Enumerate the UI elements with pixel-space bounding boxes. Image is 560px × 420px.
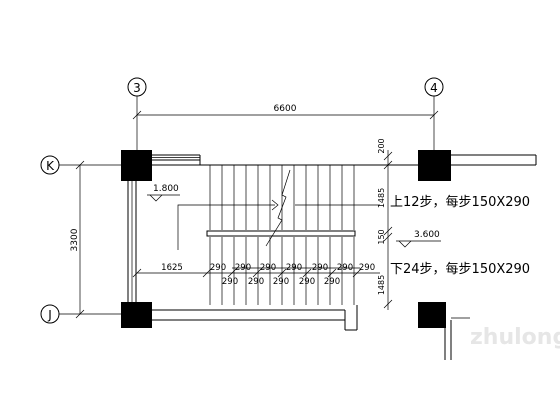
note-up: 上12步，每步150X290 <box>390 194 530 210</box>
direction-lines <box>177 169 380 269</box>
svg-text:1485: 1485 <box>377 188 386 208</box>
watermark: zhulong <box>470 325 560 350</box>
svg-text:4: 4 <box>430 81 438 95</box>
upper-flight <box>209 165 355 230</box>
svg-text:290: 290 <box>312 263 328 273</box>
svg-text:1625: 1625 <box>161 263 183 273</box>
svg-text:290: 290 <box>248 277 264 287</box>
svg-text:150: 150 <box>377 229 386 244</box>
svg-text:290: 290 <box>359 263 375 273</box>
column-k3 <box>121 150 152 181</box>
svg-text:200: 200 <box>377 138 386 153</box>
column-j4 <box>418 302 446 328</box>
svg-text:290: 290 <box>235 263 251 273</box>
column-k4 <box>418 150 451 181</box>
grid-axis-4: 4 <box>424 77 444 150</box>
dimension-right: 200 1485 150 1485 <box>377 138 393 310</box>
svg-text:3.600: 3.600 <box>414 230 440 240</box>
svg-text:6600: 6600 <box>274 104 297 114</box>
dimension-span: 6600 <box>132 104 439 120</box>
svg-text:290: 290 <box>337 263 353 273</box>
svg-text:290: 290 <box>222 277 238 287</box>
svg-text:K: K <box>46 159 55 173</box>
lower-flight <box>209 237 355 305</box>
dimension-depth: 3300 <box>70 160 85 319</box>
svg-text:1485: 1485 <box>377 275 386 295</box>
svg-text:290: 290 <box>260 263 276 273</box>
svg-text:290: 290 <box>324 277 340 287</box>
grid-axis-K: K <box>40 155 122 175</box>
note-down: 下24步，每步150X290 <box>390 261 530 277</box>
svg-text:3300: 3300 <box>70 228 80 251</box>
svg-text:J: J <box>47 308 52 322</box>
svg-text:290: 290 <box>299 277 315 287</box>
svg-text:3: 3 <box>133 81 141 95</box>
svg-text:290: 290 <box>286 263 302 273</box>
grid-axis-3: 3 <box>127 77 147 150</box>
handrail <box>206 230 356 237</box>
tread-dimensions: 1625 290 290 290 290 290 290 290 290 290… <box>132 263 380 287</box>
grid-axis-J: J <box>40 304 122 324</box>
svg-text:290: 290 <box>210 263 226 273</box>
column-j3 <box>121 302 152 328</box>
svg-text:290: 290 <box>273 277 289 287</box>
walls <box>127 154 537 360</box>
level-marker-middle: 3.600 <box>396 230 441 248</box>
svg-text:1.800: 1.800 <box>153 184 179 194</box>
level-marker-upper: 1.800 <box>147 184 180 202</box>
